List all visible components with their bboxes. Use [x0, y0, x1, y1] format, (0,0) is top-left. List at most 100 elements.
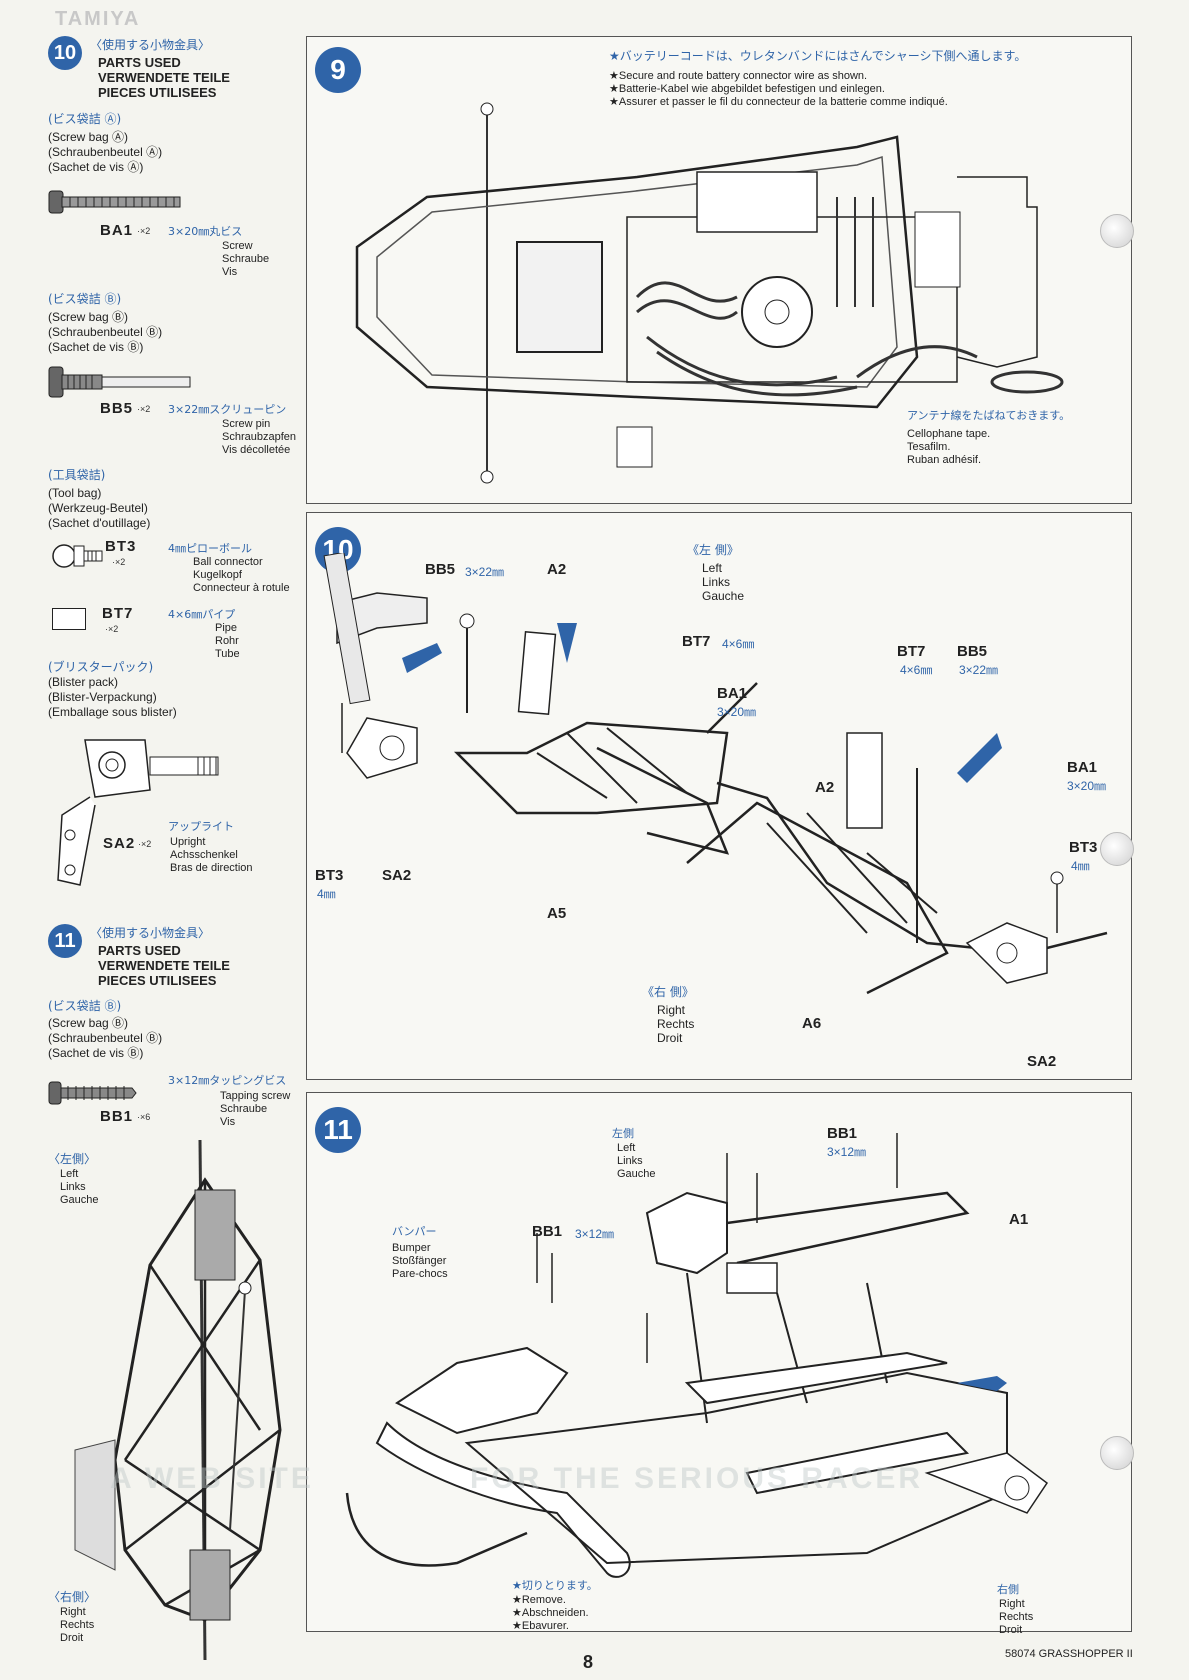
right-side-jp: 《右 側》	[642, 985, 694, 999]
right-side-de: Rechts	[657, 1017, 695, 1031]
bt3-qty: ·×2	[112, 557, 126, 567]
step-11-left-fr: Gauche	[60, 1194, 99, 1206]
right-side-fr: Droit	[657, 1031, 683, 1045]
sa2-label-a: SA2	[382, 867, 412, 884]
bt7-code: BT7	[102, 605, 134, 622]
step-10-panel: 10 BB5 3×22㎜ A2 《左 側》 Left Links Gauch	[306, 512, 1132, 1080]
step-10-jp-title: 〈使用する小物金具〉	[90, 38, 211, 52]
a2-label-a: A2	[547, 561, 567, 578]
ba1-jp: 3×20㎜丸ビス	[168, 225, 243, 238]
left-side-de: Links	[702, 575, 731, 589]
step-9-panel: 9 ★バッテリーコードは、ウレタンバンドにはさんでシャーシ下側へ通します。 ★S…	[306, 36, 1132, 504]
bb5-qty: ·×2	[137, 404, 151, 414]
step-11-right-fr: Droit	[60, 1632, 84, 1644]
step11-right-en: Right	[999, 1598, 1025, 1610]
sa2-label-b: SA2	[1027, 1053, 1057, 1070]
ba1-screw-image	[48, 190, 181, 214]
product-code: 58074 GRASSHOPPER II	[1005, 1648, 1133, 1660]
antenna-note-fr: Ruban adhésif.	[907, 454, 981, 466]
tool-bag-en: (Tool bag)	[48, 486, 102, 500]
sa2-label-fr: Bras de direction	[170, 862, 253, 874]
step-10-verwendete-teile: VERWENDETE TEILE	[98, 70, 230, 85]
step-11-left-de: Links	[60, 1181, 86, 1193]
bt3-ball-connector-image	[52, 544, 103, 568]
remove-note-de: ★Abschneiden.	[512, 1607, 589, 1619]
bb1-label-b: BB1	[532, 1223, 563, 1240]
bt7-qty: ·×2	[105, 624, 119, 634]
blister-en: (Blister pack)	[48, 675, 119, 689]
bb5-code: BB5	[100, 400, 134, 417]
bb5-label-b: BB5	[957, 643, 988, 660]
step-11-panel-number: 11	[315, 1107, 361, 1153]
a2-label-b: A2	[815, 779, 835, 796]
left-side-jp: 《左 側》	[687, 543, 739, 557]
bag-b-fr: (Sachet de vis Ⓑ)	[48, 340, 144, 354]
blister-fr: (Emballage sous blister)	[48, 705, 177, 719]
step-11-left-jp: 〈左側〉	[48, 1152, 97, 1166]
step-11-right-jp: 〈右側〉	[48, 1590, 97, 1604]
bag-b-en: (Screw bag Ⓑ)	[48, 310, 129, 324]
bb1-dim-b: 3×12㎜	[575, 1227, 615, 1241]
a6-label: A6	[802, 1015, 822, 1032]
sa2-label-de: Achsschenkel	[170, 849, 238, 861]
battery-note-de: ★Batterie-Kabel wie abgebildet befestige…	[609, 83, 885, 95]
a5-label: A5	[547, 905, 567, 922]
step11-left-fr: Gauche	[617, 1168, 656, 1180]
remove-note-en: ★Remove.	[512, 1594, 566, 1606]
bt3-jp: 4㎜ピローボール	[168, 542, 252, 555]
bb1-code: BB1	[100, 1108, 134, 1125]
bt3-label-en: Ball connector	[193, 556, 263, 568]
tool-bag-jp: (工具袋詰)	[48, 468, 106, 482]
bb1-jp: 3×12㎜タッピングビス	[168, 1074, 287, 1087]
bb5-jp: 3×22㎜スクリューピン	[168, 403, 287, 416]
ba1-label-fr: Vis	[222, 266, 238, 278]
page-number: 8	[583, 1652, 594, 1672]
ba1-dim-a: 3×20㎜	[717, 705, 757, 719]
bb1-label-fr: Vis	[220, 1116, 236, 1128]
bb5-dim-b: 3×22㎜	[959, 663, 999, 677]
bt3-label-b: BT3	[1069, 839, 1098, 856]
bt7-label-b: BT7	[897, 643, 926, 660]
step-10-panel-number: 10	[315, 527, 361, 573]
ba1-dim-b: 3×20㎜	[1067, 779, 1107, 793]
step11-left-jp: 左側	[612, 1127, 634, 1140]
bumper-jp: バンパー	[392, 1225, 437, 1238]
sa2-qty: ·×2	[138, 839, 152, 849]
step-11-parts-used: PARTS USED	[98, 943, 181, 958]
bumper-de: Stoßfänger	[392, 1255, 447, 1267]
bt3-label-fr: Connecteur à rotule	[193, 582, 290, 594]
step-10-pieces-utilisees: PIECES UTILISEES	[98, 85, 217, 100]
bt3-label-de: Kugelkopf	[193, 569, 242, 581]
step-11-pieces-utilisees: PIECES UTILISEES	[98, 973, 217, 988]
step-11-panel: 11 左側 Left Links Gauche BB1 3×12㎜ A1 バンパ…	[306, 1092, 1132, 1636]
bag-a-fr: (Sachet de vis Ⓐ)	[48, 160, 144, 174]
step11-left-en: Left	[617, 1142, 636, 1154]
watermark-line-1: A WEB SITE	[110, 1462, 314, 1495]
blister-de: (Blister-Verpackung)	[48, 690, 157, 704]
bt7-label-a: BT7	[682, 633, 711, 650]
step-11-verwendete-teile: VERWENDETE TEILE	[98, 958, 230, 973]
step-11-bag-b-jp: (ビス袋詰 Ⓑ)	[48, 999, 122, 1013]
step-11-jp-title: 〈使用する小物金具〉	[90, 926, 211, 940]
bag-b-de: (Schraubenbeutel Ⓑ)	[48, 325, 163, 339]
step-11-bag-b-fr: (Sachet de vis Ⓑ)	[48, 1046, 144, 1060]
bt3-label-a: BT3	[315, 867, 344, 884]
remove-note-fr: ★Ebavurer.	[512, 1620, 569, 1632]
binder-hole-bottom	[1100, 1436, 1134, 1470]
watermark-line-2: FOR THE SERIOUS RACER	[470, 1462, 924, 1495]
antenna-note-de: Tesafilm.	[907, 441, 951, 453]
bb5-dim-a: 3×22㎜	[465, 565, 505, 579]
ba1-label-b: BA1	[1067, 759, 1098, 776]
ba1-label-en: Screw	[222, 240, 253, 252]
bag-a-jp: (ビス袋詰 Ⓐ)	[48, 112, 122, 126]
binder-hole-middle	[1100, 832, 1134, 866]
bt7-label-fr: Tube	[215, 648, 240, 660]
ba1-label-a: BA1	[717, 685, 748, 702]
chassis-top-view-illustration	[355, 102, 1064, 484]
step11-right-de: Rechts	[999, 1611, 1034, 1623]
bt3-dim-b: 4㎜	[1071, 859, 1090, 873]
remove-note-jp: ★切りとります。	[512, 1579, 598, 1592]
battery-note-fr: ★Assurer et passer le fil du connecteur …	[609, 96, 948, 108]
bb5-label-de: Schraubzapfen	[222, 431, 296, 443]
bb5-label-fr: Vis décolletée	[222, 444, 291, 456]
